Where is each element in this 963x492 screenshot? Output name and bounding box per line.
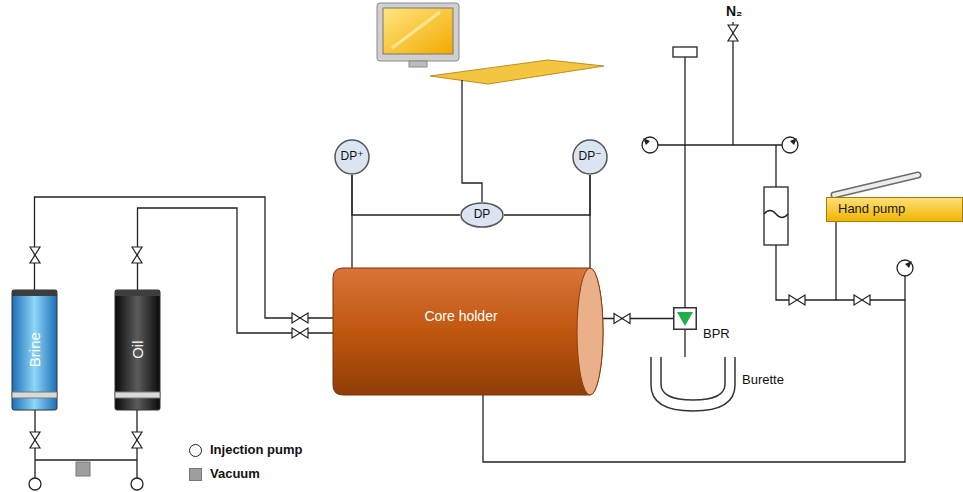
- legend-row: Injection pump: [189, 443, 302, 458]
- legend-symbol: [189, 444, 202, 457]
- monitor-stand: [409, 61, 427, 67]
- legend-swatch: [189, 468, 202, 481]
- pressure-port: DP⁻: [572, 139, 608, 175]
- cylinder-piston: [12, 392, 57, 398]
- monitor-frame: [377, 3, 459, 61]
- pressure-gauge: [782, 137, 798, 153]
- core-body: [333, 268, 603, 395]
- pump-body: [827, 198, 963, 222]
- cylinder-piston: [115, 392, 160, 398]
- gas-line: [658, 22, 836, 300]
- pump-symbol: [131, 478, 143, 490]
- brine-cylinder: Brine: [12, 290, 57, 410]
- gauge-outline: [573, 140, 607, 174]
- regulator-box: [674, 308, 697, 330]
- oil-cylinder: Oil: [115, 290, 160, 410]
- valve-symbol: [292, 328, 308, 338]
- back-pressure-regulator: BPR: [673, 307, 697, 330]
- dome-line: [684, 57, 685, 307]
- regulator-triangle: [677, 312, 693, 326]
- pump-handle: [834, 175, 918, 195]
- gauge-needle: [790, 138, 797, 145]
- pipe-line: [504, 175, 590, 215]
- pump-handle: [834, 175, 918, 195]
- vacuum-symbol: [76, 462, 90, 476]
- gauge-needle: [643, 138, 650, 145]
- burette: Burette: [650, 357, 736, 412]
- node-label: Hand pump: [838, 202, 905, 217]
- pressure-gauge: [642, 137, 658, 153]
- pipe-line: [602, 318, 673, 319]
- vent-box: [673, 47, 697, 57]
- node-label: BPR: [703, 327, 730, 342]
- signal-wire: [462, 80, 482, 202]
- legend-text: Vacuum: [210, 467, 260, 482]
- node-label: DP⁻: [578, 150, 601, 164]
- accumulator-piston: [764, 211, 788, 218]
- core-holder-outline: [333, 268, 603, 395]
- pressure-transducer: DP: [460, 202, 504, 228]
- pipe-line: [138, 208, 334, 333]
- monitor-screen: [383, 8, 453, 54]
- gauge-outline: [461, 203, 503, 227]
- cylinder-body: [115, 290, 160, 410]
- legend-row: Vacuum: [189, 467, 260, 482]
- gas-label: N₂: [726, 3, 742, 19]
- pressure-gauge: [897, 260, 913, 276]
- burette-tube: [651, 357, 735, 411]
- valve-symbol: [30, 432, 40, 448]
- core-end-face: [577, 268, 603, 395]
- valve-symbol: [292, 313, 308, 323]
- node-label: Oil: [129, 341, 146, 359]
- pipe-line: [684, 330, 685, 357]
- cylinder-cap: [12, 290, 57, 296]
- node-label: Brine: [26, 332, 43, 367]
- pipe-line: [352, 175, 460, 215]
- pressure-port: DP⁺: [334, 139, 370, 175]
- valve-symbol: [132, 432, 142, 448]
- screen-glare: [392, 12, 440, 48]
- pump-symbol: [29, 478, 41, 490]
- valve-symbol: [789, 295, 805, 305]
- node-label: Core holder: [424, 308, 497, 324]
- valve-symbol: [728, 25, 738, 41]
- gauge-stem: [904, 276, 905, 300]
- gauge-needle: [905, 261, 912, 268]
- accumulator: [764, 187, 788, 245]
- core-holder: Core holder: [333, 268, 603, 395]
- cylinder-body: [12, 290, 57, 410]
- node-label: DP⁺: [340, 150, 363, 164]
- burette-outline: [650, 357, 736, 412]
- gauge-outline: [335, 140, 369, 174]
- valve-symbol: [30, 247, 40, 263]
- hand-pump: Hand pump: [826, 197, 963, 222]
- valve-symbol: [614, 314, 630, 324]
- legend-text: Injection pump: [210, 443, 302, 458]
- pipe-line: [35, 197, 334, 318]
- back-pressure-regulator-outline: [673, 307, 697, 330]
- valve-symbol: [132, 247, 142, 263]
- keyboard: [430, 60, 604, 84]
- node-label: Burette: [742, 373, 784, 388]
- supply-line: [35, 410, 137, 478]
- cylinder-cap: [115, 290, 160, 296]
- valve-symbol: [854, 295, 870, 305]
- node-label: DP: [474, 208, 491, 222]
